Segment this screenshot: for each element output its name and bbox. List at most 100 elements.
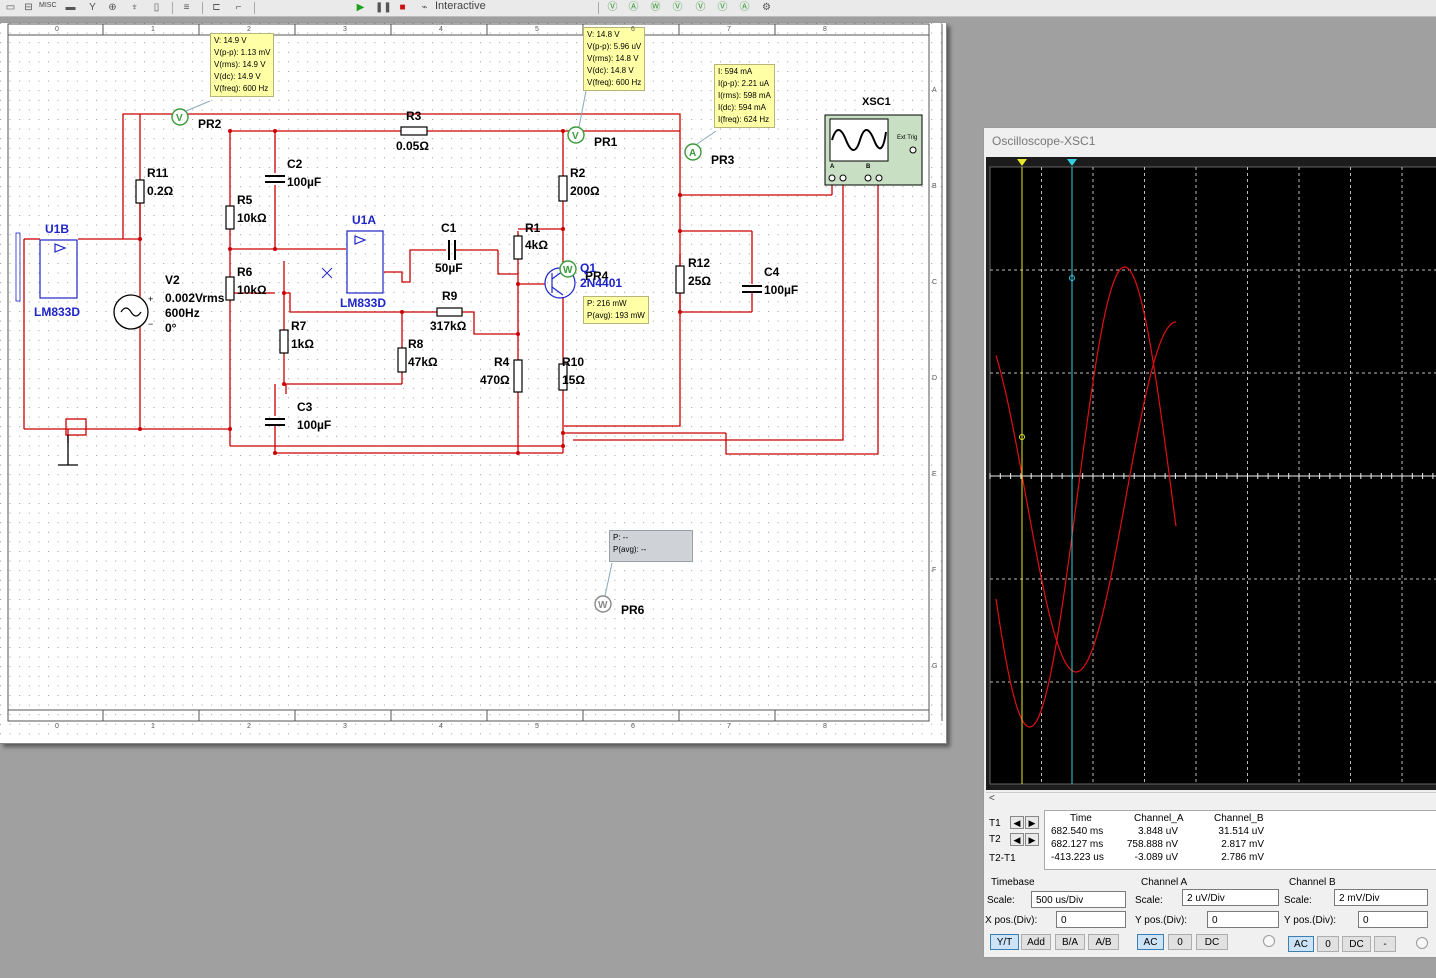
u1a-value: LM833D xyxy=(340,296,387,310)
schematic-canvas[interactable]: + − V V A xyxy=(0,23,947,744)
r12-value: 25Ω xyxy=(688,274,711,288)
oscilloscope-window[interactable]: Oscilloscope-XSC1 < T1 ◀ ▶ T2 ◀ ▶ T2-T1 … xyxy=(983,127,1436,958)
t2-right-arrow-icon[interactable]: ▶ xyxy=(1025,833,1039,846)
opamp-u1b[interactable] xyxy=(15,232,78,302)
misc-label[interactable]: MISC xyxy=(39,2,57,9)
r5-value: 10kΩ xyxy=(237,211,267,225)
step-icon[interactable]: ⌐ xyxy=(235,2,242,13)
power-probe-icon[interactable]: Ⓦ xyxy=(650,2,661,13)
pause-icon[interactable]: ❚❚ xyxy=(375,2,392,13)
channel-a-ypos-field[interactable]: 0 xyxy=(1207,911,1279,928)
r6-value: 10kΩ xyxy=(237,283,267,297)
channel-a-scale-field[interactable]: 2 uV/Div xyxy=(1182,889,1279,906)
diff-probe-icon[interactable]: Ⓥ xyxy=(672,2,683,13)
component-icon[interactable]: ⊟ xyxy=(24,2,33,13)
antenna-icon[interactable]: Y xyxy=(89,2,96,13)
u1b-value: LM833D xyxy=(34,305,81,319)
c1-name: C1 xyxy=(441,221,457,235)
plug-icon[interactable]: ♆ xyxy=(130,2,139,13)
channel-b-ac-button[interactable]: AC xyxy=(1288,936,1314,952)
pin-icon[interactable]: ▯ xyxy=(153,2,160,13)
r10-value: 15Ω xyxy=(562,373,585,387)
timebase-scale-label: Scale: xyxy=(987,895,1015,906)
channel-a-dc-button[interactable]: DC xyxy=(1196,934,1228,950)
channel-b-invert-button[interactable]: - xyxy=(1374,936,1396,952)
add-button[interactable]: Add xyxy=(1021,934,1051,950)
mode-label[interactable]: Interactive xyxy=(435,0,486,12)
readout-t2-a: 758.888 nV xyxy=(1126,839,1178,850)
settings-gear-icon[interactable]: ⚙ xyxy=(762,2,771,13)
svg-text:W: W xyxy=(598,600,608,611)
a-over-b-button[interactable]: A/B xyxy=(1088,934,1119,950)
voltage-probe-icon[interactable]: Ⓥ xyxy=(607,2,618,13)
ac-source-v2[interactable]: + − xyxy=(113,294,153,330)
toolbar: ▭ ⊟ MISC ▬ Y ⊕ ♆ ▯ ≡ ⊏ ⌐ ▶ ❚❚ ■ ⌁ Intera… xyxy=(0,0,1436,17)
channel-a-scale-label: Scale: xyxy=(1135,895,1163,906)
border-row-label: B xyxy=(932,183,937,190)
probe-pr2-label: PR2 xyxy=(198,117,222,131)
r7-name: R7 xyxy=(291,319,307,333)
run-icon[interactable]: ▶ xyxy=(356,2,365,13)
border-column-label: 3 xyxy=(343,26,347,33)
channel-b-scale-field[interactable]: 2 mV/Div xyxy=(1334,889,1428,906)
yt-button[interactable]: Y/T xyxy=(990,934,1019,950)
v2-name: V2 xyxy=(165,273,180,287)
channel-b-trace xyxy=(995,266,1177,728)
stop-icon[interactable]: ■ xyxy=(399,2,406,13)
cursor-t2-handle[interactable] xyxy=(1067,159,1077,166)
border-column-label: 2 xyxy=(247,723,251,730)
probe-icon[interactable]: ⌁ xyxy=(421,2,428,13)
channel-b-radio-icon[interactable] xyxy=(1416,937,1428,949)
cursor-t2-marker xyxy=(1069,275,1075,281)
t1-right-arrow-icon[interactable]: ▶ xyxy=(1025,816,1039,829)
probe-pr1-label: PR1 xyxy=(594,135,618,149)
border-column-label: 1 xyxy=(151,723,155,730)
cursor-t1-handle[interactable] xyxy=(1017,159,1027,166)
scroll-left-icon[interactable]: < xyxy=(989,793,995,804)
border-column-label: 5 xyxy=(535,723,539,730)
ammeter-probe-icon[interactable]: Ⓐ xyxy=(739,2,750,13)
channel-a-zero-button[interactable]: 0 xyxy=(1168,934,1192,950)
t2-left-arrow-icon[interactable]: ◀ xyxy=(1010,833,1024,846)
scope-screen[interactable] xyxy=(986,157,1436,790)
border-column-label: 3 xyxy=(343,723,347,730)
channel-a-ac-button[interactable]: AC xyxy=(1137,934,1164,950)
transistor-icon[interactable]: ⊕ xyxy=(108,2,117,13)
r5-name: R5 xyxy=(237,193,253,207)
probe-pr3-readout: I: 594 mA I(p-p): 2.21 uA I(rms): 598 mA… xyxy=(714,64,775,128)
t2-t1-label: T2-T1 xyxy=(989,853,1016,864)
b-over-a-button[interactable]: B/A xyxy=(1055,934,1085,950)
r4-value: 470Ω xyxy=(480,373,510,387)
timebase-scale-field[interactable]: 500 us/Div xyxy=(1031,891,1126,908)
timebase-xpos-field[interactable]: 0 xyxy=(1056,911,1126,928)
hierarchy-icon[interactable]: ⊏ xyxy=(212,2,221,13)
channel-b-ypos-field[interactable]: 0 xyxy=(1358,911,1428,928)
scope-horizontal-scrollbar[interactable]: < xyxy=(986,792,1436,808)
ref-probe-icon[interactable]: Ⓥ xyxy=(695,2,706,13)
c4-value: 100µF xyxy=(764,283,799,297)
scope-window-title: Oscilloscope-XSC1 xyxy=(992,134,1096,148)
c3-name: C3 xyxy=(297,400,313,414)
channel-a-radio-icon[interactable] xyxy=(1263,935,1275,947)
border-column-label: 2 xyxy=(247,26,251,33)
t1-left-arrow-icon[interactable]: ◀ xyxy=(1010,816,1024,829)
probe-pr4-readout: P: 216 mW P(avg): 193 mW xyxy=(583,296,649,324)
select-icon[interactable]: ▭ xyxy=(5,2,16,13)
oscilloscope-xsc1-symbol[interactable] xyxy=(824,114,923,186)
bus-icon[interactable]: ≡ xyxy=(183,2,190,13)
readout-header-channel-b: Channel_B xyxy=(1214,813,1264,824)
xsc1-pin-b: B xyxy=(866,164,871,170)
border-column-label: 7 xyxy=(727,723,731,730)
c4-name: C4 xyxy=(764,265,780,279)
q1-name: Q1 xyxy=(580,261,597,275)
border-row-label: C xyxy=(932,279,938,286)
indicator-icon[interactable]: ▬ xyxy=(65,2,76,13)
svg-text:+: + xyxy=(148,294,153,304)
channel-b-dc-button[interactable]: DC xyxy=(1342,936,1371,952)
opamp-u1a[interactable] xyxy=(321,230,384,294)
digital-probe-icon[interactable]: Ⓥ xyxy=(717,2,728,13)
current-probe-icon[interactable]: Ⓐ xyxy=(628,2,639,13)
channel-b-zero-button[interactable]: 0 xyxy=(1317,936,1339,952)
svg-text:V: V xyxy=(572,131,579,142)
xsc1-pin-a: A xyxy=(830,164,835,170)
